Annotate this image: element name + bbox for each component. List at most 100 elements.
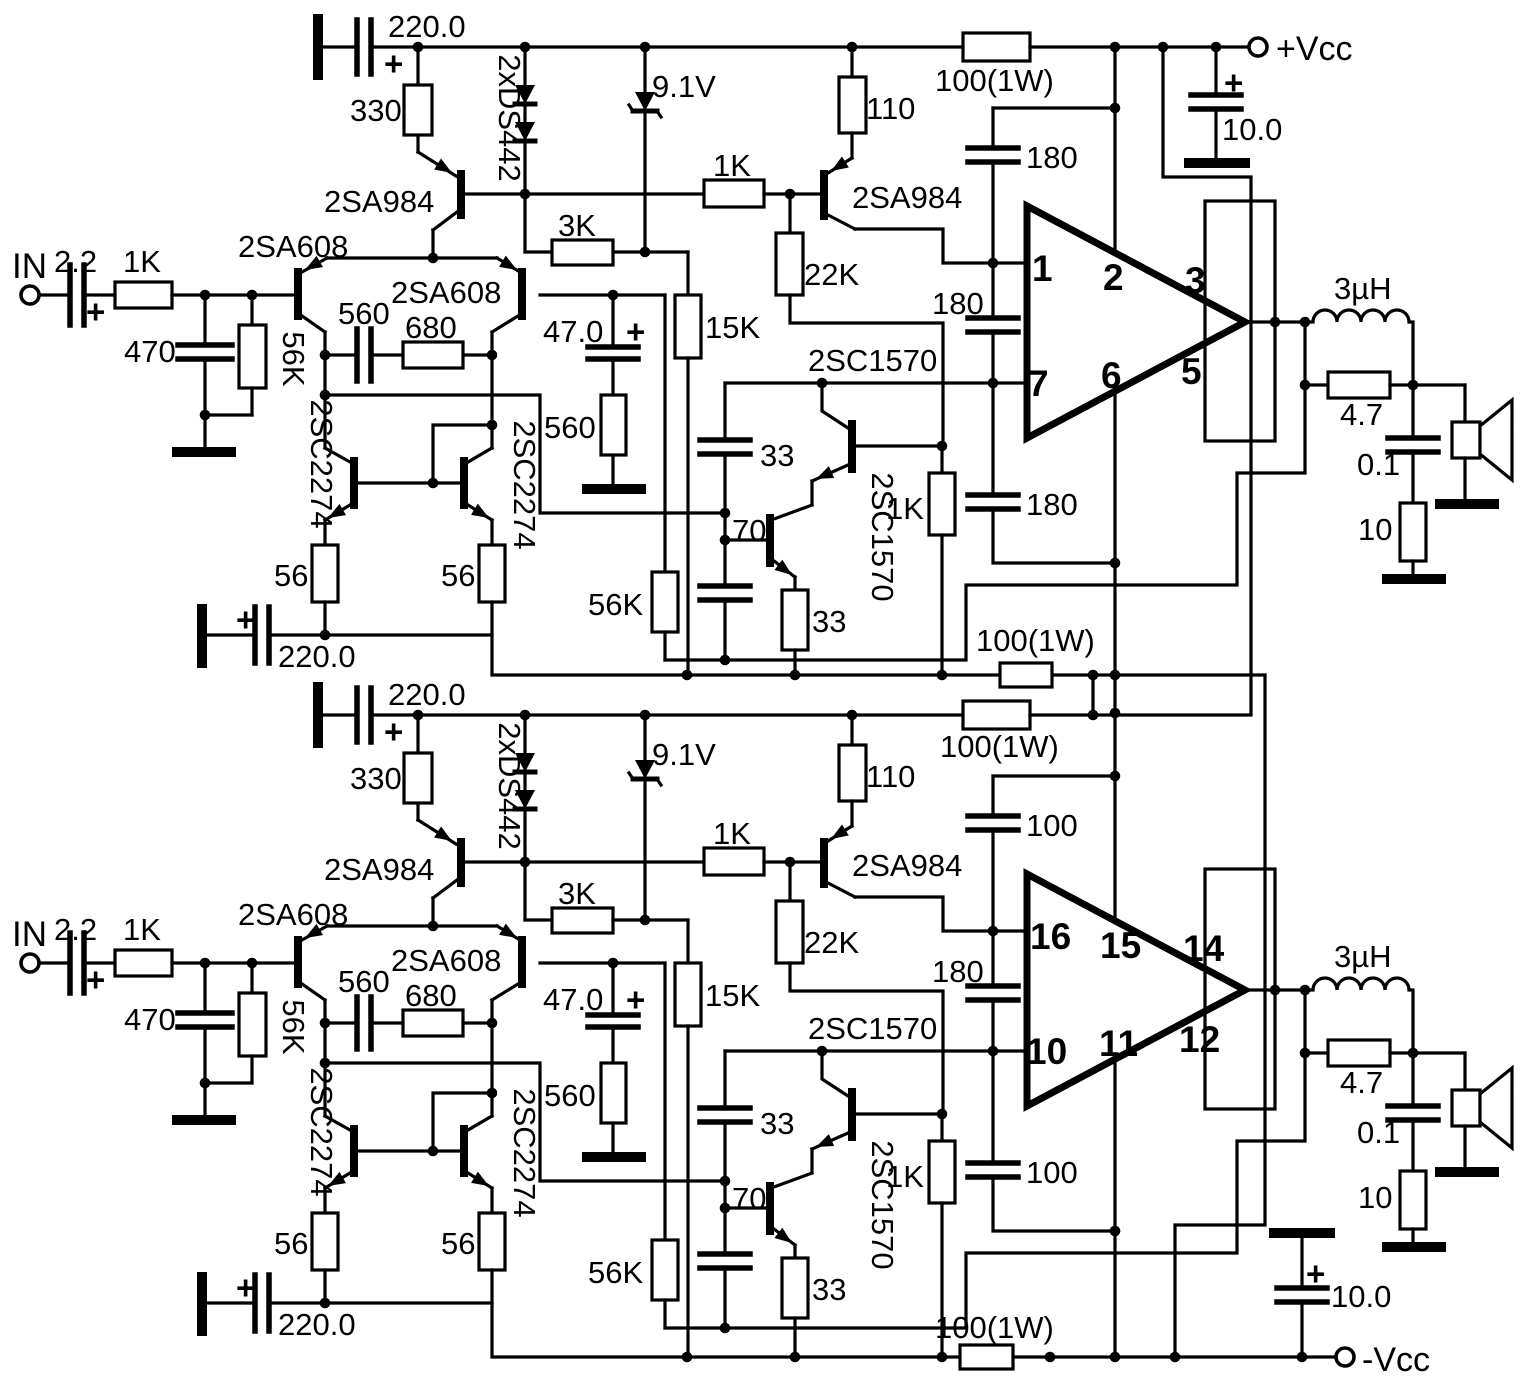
wire <box>430 209 460 233</box>
label-ic_cap1: 100 <box>1026 808 1078 843</box>
label-nfb_cap: 47.0 <box>543 982 603 1017</box>
ground <box>1382 1242 1446 1252</box>
wire <box>322 1113 353 1133</box>
ground <box>582 1152 646 1162</box>
junction-dot <box>1109 669 1121 681</box>
junction-dot <box>412 41 424 53</box>
ground <box>197 604 207 668</box>
label-tail_tr: 2SA984 <box>324 852 434 887</box>
label-inductor: 3µH <box>1334 271 1392 306</box>
label-ic_cap3: 100 <box>1026 1155 1078 1190</box>
label-fb_res56: 56K <box>588 1255 643 1290</box>
junction-dot <box>639 709 651 721</box>
label-rail_cap: 220.0 <box>388 677 466 712</box>
wire <box>1407 320 1415 387</box>
resistor <box>401 340 465 370</box>
emitter-arrow <box>305 923 323 938</box>
resistor <box>774 231 805 297</box>
label-input_cap: 2.2 <box>54 912 97 947</box>
resistor <box>1398 501 1428 563</box>
diode <box>515 753 535 772</box>
ground <box>313 14 323 80</box>
label-out_res: 10 <box>1358 1180 1392 1215</box>
emitter-arrow <box>434 158 452 173</box>
transistor-bar <box>518 268 526 320</box>
terminal <box>1247 36 1269 58</box>
label-supply: +Vcc <box>1276 30 1353 68</box>
junction-dot <box>1087 709 1099 721</box>
junction-dot <box>719 1175 731 1187</box>
diode <box>515 790 535 809</box>
label-inductor: 3µH <box>1334 939 1392 974</box>
label-drv_cap: 33 <box>760 1106 794 1141</box>
junction-dot <box>1109 707 1121 719</box>
ground <box>197 1272 207 1336</box>
label-plus: + <box>1224 64 1243 101</box>
resistor <box>961 31 1032 63</box>
label-bias3: 1K <box>713 816 751 851</box>
junction-dot <box>1296 1351 1308 1363</box>
transistor-bar <box>294 268 302 320</box>
label-bias2: 3K <box>558 208 596 243</box>
label-1: 15 <box>1100 925 1141 966</box>
diode <box>515 122 535 141</box>
opamp-triangle <box>1023 200 1253 444</box>
resistor <box>927 1139 957 1205</box>
emitter-arrow <box>471 503 489 518</box>
zener-diode <box>635 760 655 779</box>
resistor <box>401 1008 465 1038</box>
wire <box>323 393 727 515</box>
resistor <box>673 961 703 1028</box>
label-fb_cap2: 70 <box>732 513 766 548</box>
label-nfb_cap: 47.0 <box>543 314 603 349</box>
resistor <box>958 1343 1015 1371</box>
label-comp_cap: 560 <box>338 964 390 999</box>
wire <box>663 1051 1307 1330</box>
label-zobel_res: 4.7 <box>1340 1065 1383 1100</box>
label-drv_cap: 33 <box>760 438 794 473</box>
transistor-bar <box>766 1182 774 1235</box>
junction-dot <box>846 41 858 53</box>
label-bias2: 3K <box>558 876 596 911</box>
speaker-icon <box>1450 1088 1482 1128</box>
resistor <box>1326 1038 1392 1068</box>
label-0: 16 <box>1030 916 1071 957</box>
wire <box>267 633 1267 677</box>
junction-dot <box>1169 1351 1181 1363</box>
label-vas_tr: 2SA984 <box>852 180 962 215</box>
junction-dot <box>1299 379 1311 391</box>
resistor <box>702 178 766 209</box>
terminal <box>19 952 41 974</box>
resistor <box>927 471 957 537</box>
resistor <box>780 1256 810 1320</box>
junction-dot <box>639 41 651 53</box>
label-input_cap: 2.2 <box>54 244 97 279</box>
label-vas_eres: 110 <box>866 91 915 126</box>
wire <box>1407 988 1415 1055</box>
emitter-arrow <box>774 1227 792 1243</box>
label-vas_lres: 22K <box>804 925 859 960</box>
label-tail_res: 330 <box>350 761 402 796</box>
label-dec_cap: 10.0 <box>1331 1279 1391 1314</box>
label-comp_res: 680 <box>405 310 457 345</box>
junction-dot <box>681 1351 693 1363</box>
label-drv2: 2SC1570 <box>865 472 900 601</box>
wire <box>853 895 1029 933</box>
supply-drop <box>1173 673 1267 1359</box>
label-plus: + <box>236 1269 255 1306</box>
junction-dot <box>199 1077 211 1089</box>
label-drv1: 2SC1570 <box>808 1011 937 1046</box>
emitter-arrow <box>831 156 849 171</box>
label-diff2: 2SA608 <box>391 275 501 310</box>
wire <box>465 1113 495 1133</box>
resistor <box>550 906 615 935</box>
transistor-bar <box>460 1125 468 1177</box>
emitter-arrow <box>434 826 452 841</box>
wire <box>299 981 328 1003</box>
label-dec_cap: 10.0 <box>1222 112 1282 147</box>
resistor <box>702 846 766 877</box>
junction-dot <box>846 709 858 721</box>
inductor-coil <box>1311 976 1411 991</box>
label-rail_cap: 220.0 <box>388 9 466 44</box>
